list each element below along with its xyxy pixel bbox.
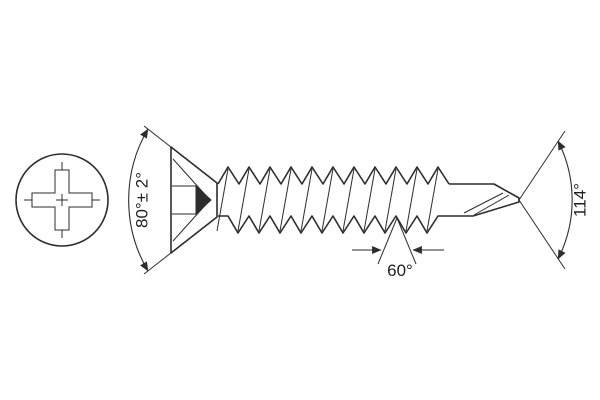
recess-extension-lines xyxy=(24,162,100,238)
head-angle-arc xyxy=(128,128,149,272)
drill-flute-lines xyxy=(463,192,510,216)
point-angle-extension-lines xyxy=(518,130,566,270)
thread-angle-extension-lines xyxy=(377,217,417,265)
recess-apex-triangle xyxy=(195,184,212,216)
thread-angle-dimension: 60° xyxy=(352,217,444,280)
phillips-cross-outline xyxy=(31,169,93,231)
thread-bottom-profile xyxy=(218,215,449,234)
phillips-head-front-view xyxy=(15,153,109,247)
point-angle-label: 114° xyxy=(570,183,589,217)
point-angle-dimension: 114° xyxy=(518,130,589,270)
drill-point-outline xyxy=(449,183,520,217)
screw-side-view xyxy=(170,146,520,254)
center-mark-icon xyxy=(56,194,68,206)
head-angle-dimension: 80°± 2° xyxy=(128,125,218,275)
recess-side-lines xyxy=(172,158,210,242)
point-angle-arc xyxy=(557,140,573,260)
head-angle-label: 80°± 2° xyxy=(132,172,151,228)
thread-angle-label: 60° xyxy=(387,261,413,280)
thread-helix-lines xyxy=(216,168,439,232)
thread-top-profile xyxy=(217,166,450,185)
head-angle-extension-lines xyxy=(143,125,218,275)
